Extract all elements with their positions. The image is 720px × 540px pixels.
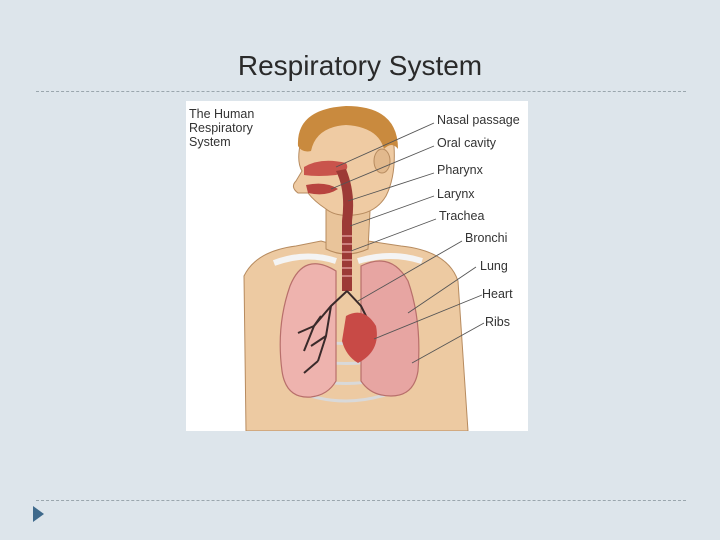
- label-heart: Heart: [482, 287, 513, 301]
- caption-line: System: [189, 135, 254, 149]
- label-ribs: Ribs: [485, 315, 510, 329]
- respiratory-diagram: The Human Respiratory System Nasal passa…: [186, 101, 528, 431]
- bullet-arrow-icon: [33, 506, 44, 522]
- bottom-divider: [36, 500, 686, 501]
- anatomy-illustration: [186, 101, 528, 431]
- label-trachea: Trachea: [439, 209, 484, 223]
- label-nasal-passage: Nasal passage: [437, 113, 520, 127]
- slide-title-text: Respiratory System: [238, 50, 482, 81]
- label-bronchi: Bronchi: [465, 231, 507, 245]
- label-pharynx: Pharynx: [437, 163, 483, 177]
- slide-title: Respiratory System: [0, 50, 720, 82]
- label-larynx: Larynx: [437, 187, 475, 201]
- title-divider: [36, 91, 686, 92]
- label-oral-cavity: Oral cavity: [437, 136, 496, 150]
- caption-line: The Human: [189, 107, 254, 121]
- diagram-caption: The Human Respiratory System: [189, 107, 254, 149]
- label-lung: Lung: [480, 259, 508, 273]
- caption-line: Respiratory: [189, 121, 254, 135]
- ear-shape: [374, 149, 390, 173]
